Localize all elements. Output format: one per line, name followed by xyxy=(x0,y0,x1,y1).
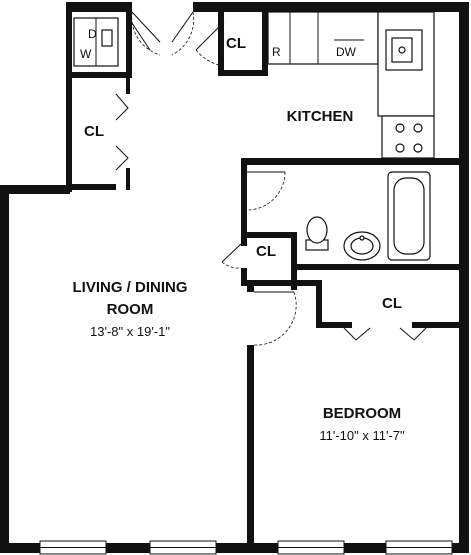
living-dining-dimensions: 13'-8" x 19'-1" xyxy=(90,324,170,339)
bedroom-title: BEDROOM xyxy=(323,405,401,422)
bath-fixtures xyxy=(305,171,431,261)
washer-label: W xyxy=(80,47,92,61)
closet-label-small: CL xyxy=(256,243,276,260)
washer-dryer: W D xyxy=(73,17,119,67)
living-dining-title: LIVING / DINING xyxy=(72,279,187,296)
windows xyxy=(39,540,453,555)
closet-label-bedroom: CL xyxy=(382,295,402,312)
room-labels: LIVING / DINING ROOM 13'-8" x 19'-1" BED… xyxy=(72,35,405,443)
kitchen-title: KITCHEN xyxy=(287,108,354,125)
bedroom-dimensions: 11'-10" x 11'-7" xyxy=(319,428,405,443)
dryer-label: D xyxy=(88,27,97,41)
living-dining-title-line2: ROOM xyxy=(107,301,154,318)
doors xyxy=(115,11,427,346)
dishwasher-label: DW xyxy=(336,45,357,59)
closet-label-left: CL xyxy=(84,123,104,140)
kitchen-fixtures: R DW xyxy=(267,11,435,159)
refrigerator-label: R xyxy=(272,45,281,59)
closet-label-hall: CL xyxy=(226,35,246,52)
